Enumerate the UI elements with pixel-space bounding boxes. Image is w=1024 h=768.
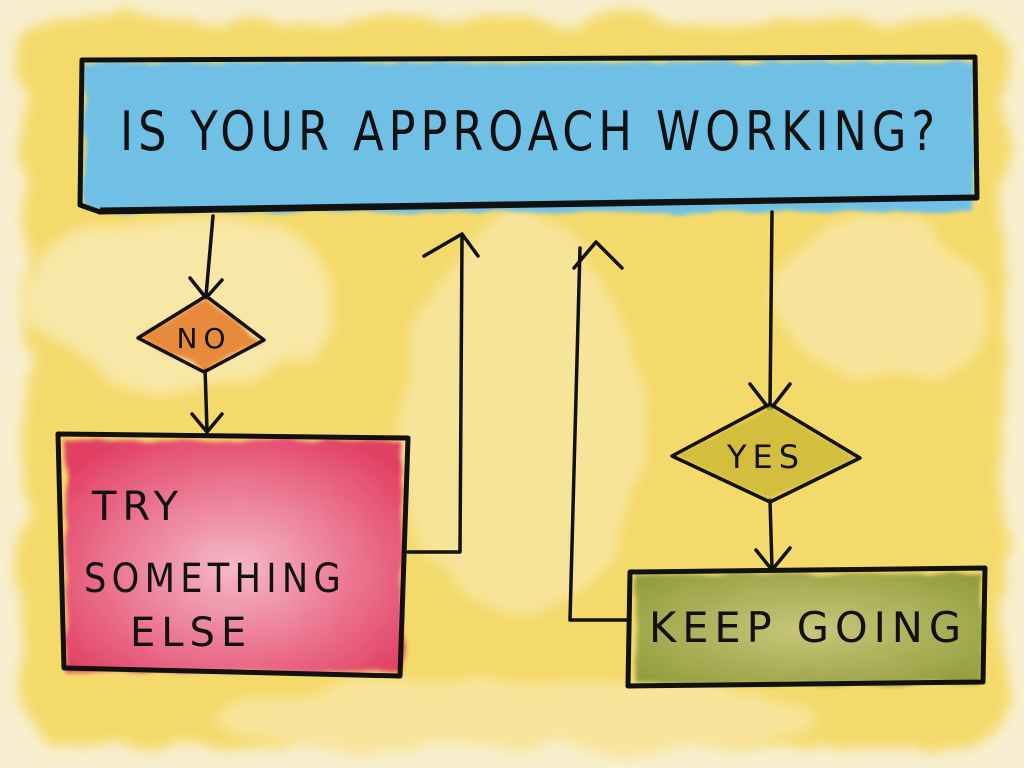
yes-label: YES <box>726 438 805 476</box>
arrow-question-to-yes <box>768 210 774 410</box>
try-something-else-box: TRY SOMETHING ELSE <box>55 431 411 679</box>
arrow-yes-to-keep <box>768 498 774 570</box>
question-box: IS YOUR APPROACH WORKING? <box>77 54 980 215</box>
no-label: NO <box>177 322 232 355</box>
arrow-no-to-try <box>203 366 209 432</box>
yes-diamond: YES <box>670 402 862 504</box>
arrow-try-back-up <box>406 236 464 554</box>
connectors <box>188 210 792 622</box>
arrow-keep-back-up <box>568 246 632 622</box>
question-text: IS YOUR APPROACH WORKING? <box>120 100 940 163</box>
try-line-3: ELSE <box>130 610 252 656</box>
keep-going-box: KEEP GOING <box>625 565 988 689</box>
no-diamond: NO <box>136 294 266 374</box>
arrow-question-to-no <box>204 214 215 298</box>
try-line-1: TRY <box>91 484 184 530</box>
try-line-2: SOMETHING <box>84 556 346 602</box>
keep-going-label: KEEP GOING <box>649 603 967 652</box>
